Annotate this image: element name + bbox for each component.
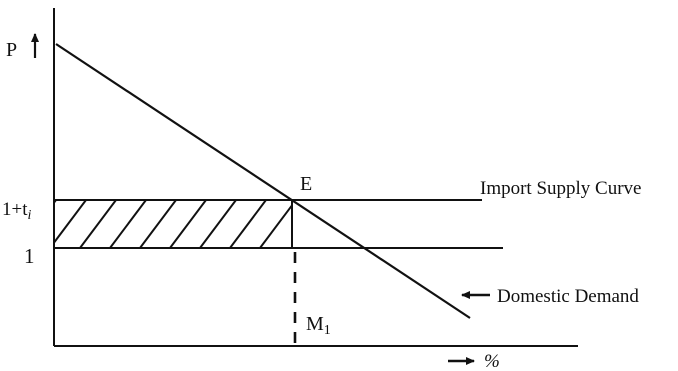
quantity-label: M1: [306, 313, 331, 338]
equilibrium-label: E: [300, 173, 312, 195]
tick-label-upper: 1+ti: [2, 199, 32, 223]
import-supply-label: Import Supply Curve: [480, 178, 642, 199]
x-axis-label: %: [484, 351, 500, 371]
y-axis-label: P: [6, 39, 17, 61]
domestic-demand-line: [55, 43, 471, 319]
tick-label-lower: 1: [24, 244, 35, 268]
domestic-demand-label: Domestic Demand: [497, 286, 639, 307]
tariff-hatch-area: [55, 200, 293, 248]
